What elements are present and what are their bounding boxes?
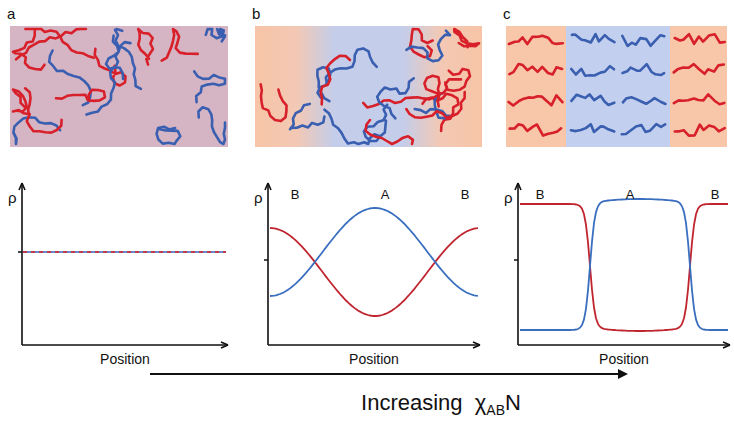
caption-text: Increasing χ — [361, 390, 486, 415]
domain-label: B — [291, 188, 300, 201]
b-block-chain — [509, 36, 563, 44]
axis-label: Position — [100, 352, 150, 366]
b-block-chain — [424, 76, 447, 107]
b-block-chain — [321, 56, 350, 105]
a-block-chain — [326, 48, 377, 83]
density-b — [23, 251, 226, 253]
b-block-chain — [406, 92, 464, 118]
domain-label: B — [461, 188, 470, 201]
b-block-chain — [674, 94, 725, 104]
b-block-chain — [261, 84, 287, 121]
axis-label: Position — [599, 352, 649, 366]
axis-label: ρ — [504, 190, 513, 205]
a-block-chain — [290, 104, 324, 129]
a-block-chain — [622, 35, 664, 46]
b-block-chain — [509, 64, 562, 74]
a-block-chain — [115, 29, 141, 89]
a-block-chain — [571, 124, 614, 132]
caption-text: N — [505, 390, 521, 415]
weak-segregation-background — [255, 26, 482, 147]
b-block-chain — [675, 125, 725, 136]
b-block-chain — [25, 29, 93, 58]
domain-label: B — [536, 188, 545, 201]
density-b — [520, 204, 728, 331]
strong-segregation-background — [506, 26, 727, 147]
a-block-chain — [194, 71, 225, 102]
axis-label: ρ — [8, 190, 17, 205]
density-b — [270, 228, 478, 316]
increase-arrow — [150, 373, 626, 375]
density-a — [520, 199, 728, 330]
axis-label: ρ — [254, 190, 263, 205]
b-block-chain — [366, 120, 413, 144]
domain-label: B — [711, 188, 720, 201]
b-block-chain — [454, 29, 479, 47]
a-block-chain — [106, 36, 131, 69]
a-domain-background — [566, 26, 670, 147]
a-block-chain — [571, 66, 614, 76]
b-block-chain — [16, 29, 86, 59]
b-block-chain — [162, 29, 198, 61]
b-block-chain — [410, 29, 433, 57]
b-block-chain — [510, 124, 561, 135]
a-block-chain — [206, 29, 225, 41]
b-block-chain — [509, 95, 563, 105]
b-block-chain — [674, 64, 724, 74]
a-block-chain — [49, 51, 91, 106]
b-block-chain — [363, 94, 440, 108]
x-axis-caption: Increasing χABN — [361, 392, 521, 417]
density-a — [270, 208, 478, 296]
mixed-background — [10, 26, 228, 147]
panel-letter: c — [503, 6, 511, 21]
axes — [18, 183, 730, 348]
a-block-chain — [622, 124, 665, 134]
a-block-chain — [157, 127, 181, 144]
domain-label: A — [381, 188, 390, 201]
a-block-chain — [325, 110, 381, 144]
b-block-chain — [675, 34, 725, 44]
a-block-chain — [406, 31, 450, 61]
density-a — [23, 251, 226, 253]
b-block-chain — [56, 90, 105, 101]
subscript: AB — [486, 402, 505, 418]
b-block-chain — [138, 29, 153, 65]
panel-letter: a — [7, 6, 15, 21]
panel-letter: b — [252, 6, 260, 21]
a-block-chain — [623, 64, 665, 75]
a-block-chain — [571, 94, 614, 105]
a-block-chain — [198, 107, 225, 144]
b-block-chain — [25, 88, 62, 132]
b-block-chain — [445, 69, 470, 91]
domain-label: A — [626, 188, 635, 201]
a-block-chain — [623, 97, 666, 104]
axis-label: Position — [349, 352, 399, 366]
a-block-chain — [572, 34, 615, 42]
